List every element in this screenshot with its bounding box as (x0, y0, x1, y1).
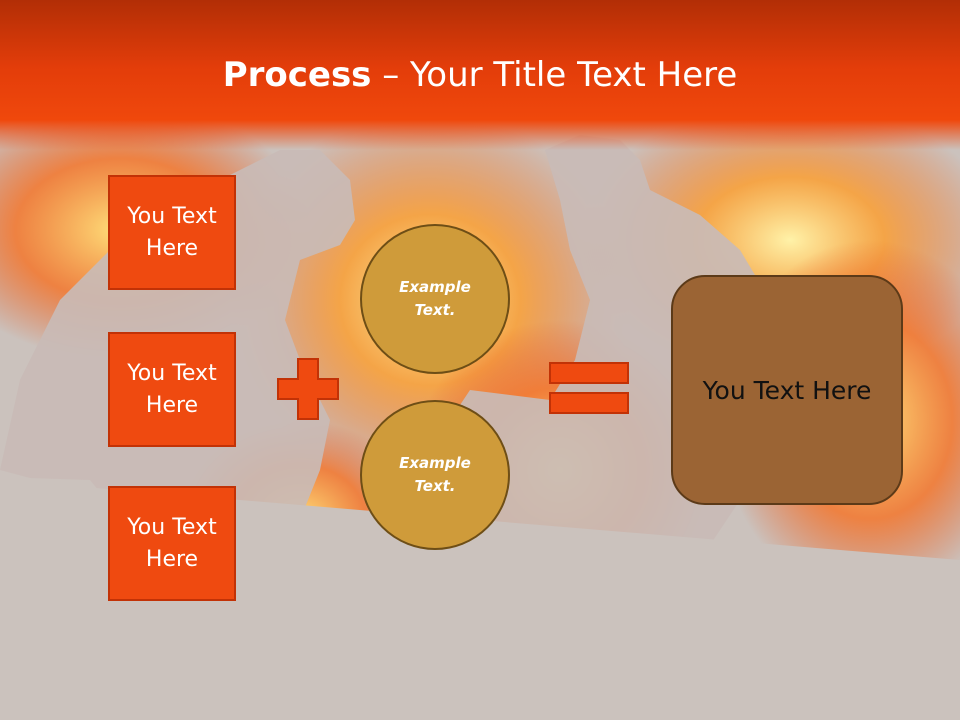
example-circle-2: Example Text. (360, 400, 510, 550)
text-box-3: You Text Here (108, 486, 236, 601)
title-bold: Process (222, 55, 372, 95)
slide-title: Process – Your Title Text Here (0, 52, 960, 98)
title-rest: – Your Title Text Here (371, 55, 738, 95)
result-box: You Text Here (671, 275, 903, 505)
title-bar (0, 0, 960, 150)
plus-icon (277, 358, 339, 420)
text-box-2: You Text Here (108, 332, 236, 447)
equals-icon (549, 362, 629, 414)
text-box-1: You Text Here (108, 175, 236, 290)
example-circle-1: Example Text. (360, 224, 510, 374)
